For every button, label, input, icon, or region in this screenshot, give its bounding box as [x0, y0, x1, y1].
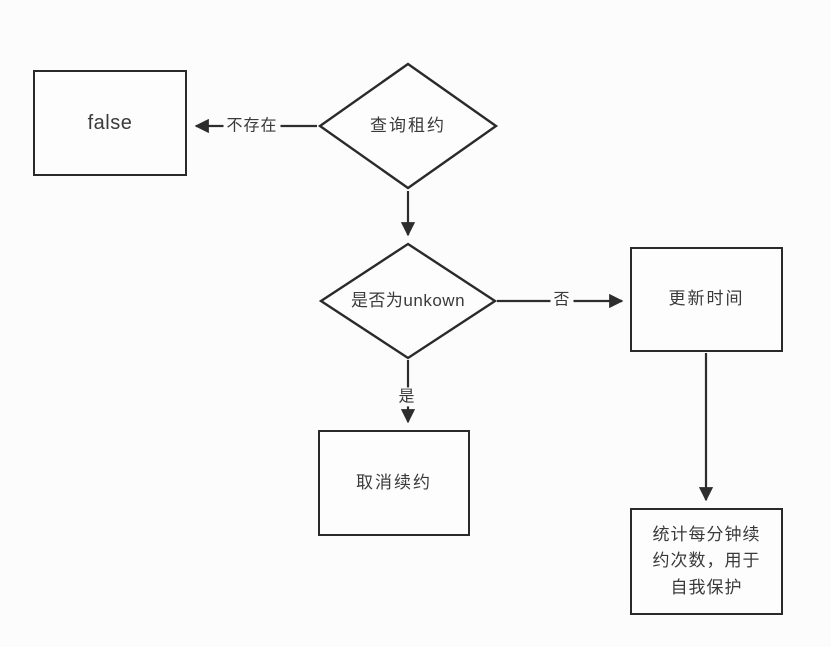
node-is-unknown: 是否为unkown	[318, 242, 498, 360]
node-count-renewals: 统计每分钟续 约次数，用于 自我保护	[630, 508, 783, 615]
edge-label-no: 否	[550, 290, 574, 310]
node-query-lease-label: 查询租约	[370, 115, 446, 135]
node-false: false	[33, 70, 187, 176]
edge-label-not-exists: 不存在	[223, 116, 281, 136]
edge-label-yes: 是	[395, 387, 419, 407]
node-query-lease: 查询租约	[317, 62, 499, 190]
node-update-time-label: 更新时间	[668, 289, 745, 309]
diamond-shape	[317, 62, 499, 190]
node-count-renewals-label: 统计每分钟续 约次数，用于 自我保护	[652, 524, 761, 597]
node-cancel-renewal-label: 取消续约	[356, 472, 432, 492]
node-update-time: 更新时间	[630, 247, 783, 352]
node-false-label: false	[87, 111, 133, 134]
diamond-shape	[318, 242, 498, 360]
node-cancel-renewal: 取消续约	[318, 430, 470, 536]
node-is-unknown-label: 是否为unkown	[350, 290, 466, 310]
